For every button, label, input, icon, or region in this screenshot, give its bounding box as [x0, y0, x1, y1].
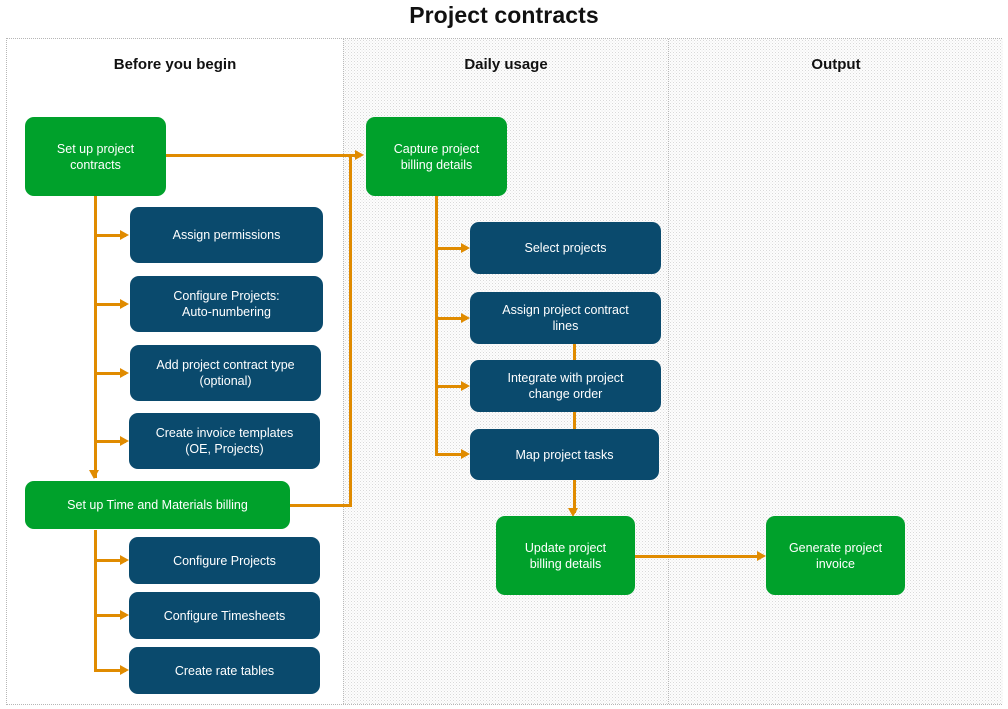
node-label: Create rate tables	[174, 663, 275, 678]
arrow-to-add-project-contract-type	[120, 368, 129, 378]
connector-setup-contracts-to-capture	[166, 154, 358, 157]
node-assign-project-contract-lines[interactable]: Assign project contract lines	[470, 292, 661, 344]
node-label: Configure Projects	[173, 553, 276, 568]
connector-setup-tm-trunk	[94, 530, 97, 672]
arrow-to-create-invoice-templates	[120, 436, 129, 446]
node-label: Add project contract type (optional)	[156, 358, 295, 388]
lane-title-before-you-begin: Before you begin	[113, 56, 237, 73]
arrow-to-assign-contract-lines	[461, 313, 470, 323]
node-generate-project-invoice[interactable]: Generate project invoice	[766, 516, 905, 595]
arrow-to-configure-projects	[120, 555, 129, 565]
node-label: Update project billing details	[524, 540, 607, 571]
node-create-rate-tables[interactable]: Create rate tables	[129, 647, 320, 694]
arrow-into-capture-project-billing	[355, 150, 364, 160]
lane-title-output: Output	[811, 56, 861, 73]
arrow-into-setup-tm-billing	[89, 470, 99, 479]
node-capture-project-billing-details[interactable]: Capture project billing details	[366, 117, 507, 196]
connector-tm-billing-riser	[349, 154, 352, 507]
node-label: Integrate with project change order	[507, 371, 624, 401]
node-label: Create invoice templates (OE, Projects)	[155, 426, 294, 456]
arrow-into-update-project-billing	[568, 508, 578, 517]
connector-to-map-project-tasks	[435, 453, 467, 456]
node-add-project-contract-type[interactable]: Add project contract type (optional)	[130, 345, 321, 401]
connector-to-configure-projects	[94, 559, 126, 562]
connector-to-create-invoice-templates	[94, 440, 126, 443]
connector-tm-billing-right	[290, 504, 352, 507]
node-label: Set up Time and Materials billing	[67, 498, 248, 512]
arrow-to-map-project-tasks	[461, 449, 470, 459]
node-integrate-with-project-change-order[interactable]: Integrate with project change order	[470, 360, 661, 412]
connector-to-integrate-change-order	[435, 385, 467, 388]
connector-to-configure-projects-auto	[94, 303, 126, 306]
arrow-to-create-rate-tables	[120, 665, 129, 675]
connector-to-assign-permissions	[94, 234, 126, 237]
node-configure-projects-auto-numbering[interactable]: Configure Projects: Auto-numbering	[130, 276, 323, 332]
connector-to-select-projects	[435, 247, 467, 250]
connector-to-assign-contract-lines	[435, 317, 467, 320]
arrow-into-generate-project-invoice	[757, 551, 766, 561]
lane-output: Output	[669, 39, 1003, 704]
connector-setup-contracts-trunk	[94, 196, 97, 478]
connector-to-add-project-contract-type	[94, 372, 126, 375]
node-label: Select projects	[524, 241, 607, 255]
connector-assign-to-integrate	[573, 344, 576, 362]
connector-to-configure-timesheets	[94, 614, 126, 617]
node-configure-timesheets[interactable]: Configure Timesheets	[129, 592, 320, 639]
node-map-project-tasks[interactable]: Map project tasks	[470, 429, 659, 480]
node-label: Generate project invoice	[788, 540, 883, 571]
node-setup-time-and-materials-billing[interactable]: Set up Time and Materials billing	[25, 481, 290, 529]
connector-map-to-update	[573, 480, 576, 513]
connector-capture-trunk	[435, 196, 438, 455]
connector-integrate-to-map	[573, 412, 576, 430]
page-title: Project contracts	[409, 2, 599, 28]
arrow-to-assign-permissions	[120, 230, 129, 240]
node-update-project-billing-details[interactable]: Update project billing details	[496, 516, 635, 595]
node-label: Assign permissions	[172, 228, 281, 242]
node-label: Set up project contracts	[56, 141, 135, 172]
arrow-to-configure-timesheets	[120, 610, 129, 620]
node-label: Configure Timesheets	[163, 608, 286, 623]
node-assign-permissions[interactable]: Assign permissions	[130, 207, 323, 263]
lane-title-daily-usage: Daily usage	[464, 56, 548, 73]
node-select-projects[interactable]: Select projects	[470, 222, 661, 274]
node-setup-project-contracts[interactable]: Set up project contracts	[25, 117, 166, 196]
node-configure-projects[interactable]: Configure Projects	[129, 537, 320, 584]
arrow-to-select-projects	[461, 243, 470, 253]
arrow-to-configure-projects-auto	[120, 299, 129, 309]
node-label: Assign project contract lines	[502, 303, 629, 333]
connector-update-to-generate	[635, 555, 762, 558]
node-label: Configure Projects: Auto-numbering	[173, 289, 280, 319]
node-create-invoice-templates[interactable]: Create invoice templates (OE, Projects)	[129, 413, 320, 469]
connector-to-create-rate-tables	[94, 669, 126, 672]
node-label: Capture project billing details	[393, 141, 480, 172]
arrow-to-integrate-change-order	[461, 381, 470, 391]
node-label: Map project tasks	[515, 447, 614, 462]
